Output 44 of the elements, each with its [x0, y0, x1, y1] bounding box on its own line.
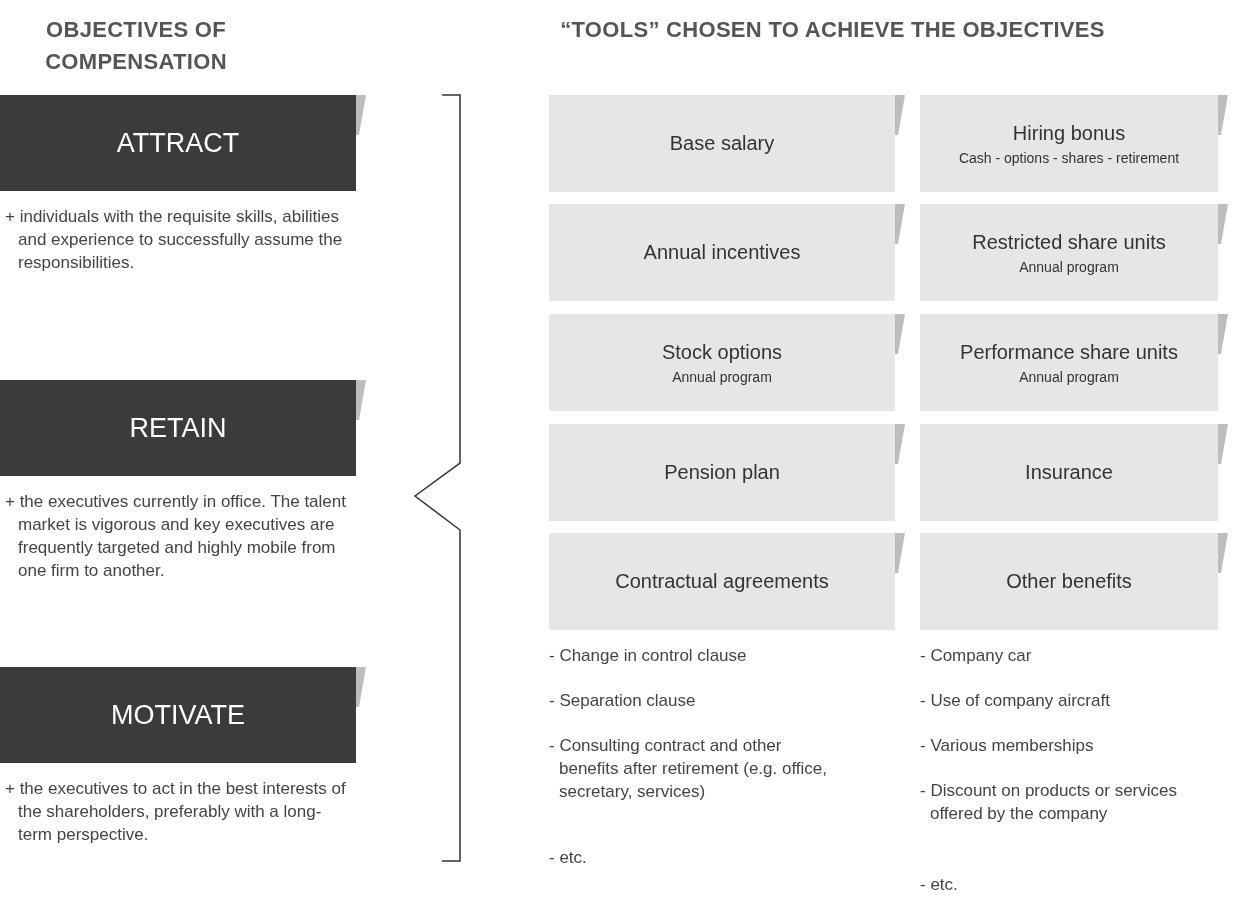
box-label: Stock options [661, 340, 783, 364]
objective-box [0, 667, 356, 763]
tool-box [549, 314, 895, 411]
tool-box [549, 533, 895, 630]
box-label: RETAIN [129, 412, 227, 444]
list-item: - Company car [920, 645, 1033, 667]
tool-detail: Annual program [1019, 258, 1119, 275]
box-label: Insurance [1025, 461, 1113, 484]
objective-box [0, 95, 356, 191]
tool-box [549, 204, 895, 301]
box-label: Restricted share units [972, 230, 1166, 254]
objective-box [0, 380, 356, 476]
box-label: MOTIVATE [111, 699, 245, 731]
objective-description: + the executives currently in office. The talent market is vigorous and key executives are frequently targeted and highly mobile from one firm to another. [5, 491, 347, 582]
tool-detail: Cash - options - shares - retirement [958, 149, 1180, 166]
box-label: Contractual agreements [615, 570, 829, 593]
tool-box [920, 533, 1218, 630]
tool-detail: Annual program [672, 368, 772, 385]
box-label: ATTRACT [116, 127, 240, 159]
box-label: Performance share units [960, 340, 1178, 364]
tool-box [549, 424, 895, 521]
column-heading: “TOOLS” CHOSEN TO ACHIEVE THE OBJECTIVES [560, 16, 1105, 44]
tool-detail: Annual program [1019, 368, 1119, 385]
objective-description: + individuals with the requisite skills, abilities and experience to successfully assume the responsibilities. [5, 206, 344, 274]
box-label: Other benefits [1006, 570, 1132, 593]
tool-box [920, 204, 1218, 301]
tool-box [920, 424, 1218, 521]
box-label: Hiring bonus [1012, 121, 1126, 145]
tool-box [920, 314, 1218, 411]
list-item: - Change in control clause [549, 645, 748, 667]
list-item: - Use of company aircraft [920, 690, 1111, 712]
box-label: Base salary [669, 132, 775, 155]
tool-box [549, 95, 895, 192]
list-item: - Discount on products or services offered by the company [920, 780, 1178, 825]
objective-description: + the executives to act in the best interests of the shareholders, preferably with a long-term perspective. [5, 778, 347, 846]
box-label: Pension plan [664, 461, 780, 484]
list-item: - Separation clause [549, 690, 697, 712]
tool-box [920, 95, 1218, 192]
column-heading: OBJECTIVES OF COMPENSATION [44, 16, 228, 76]
box-label: Annual incentives [643, 241, 801, 264]
list-item: - etc. [920, 874, 959, 896]
list-item: - Consulting contract and other benefits after retirement (e.g. office, secretary, services) [549, 735, 829, 803]
list-item: - Various memberships [920, 735, 1095, 757]
list-item: - etc. [549, 847, 588, 869]
